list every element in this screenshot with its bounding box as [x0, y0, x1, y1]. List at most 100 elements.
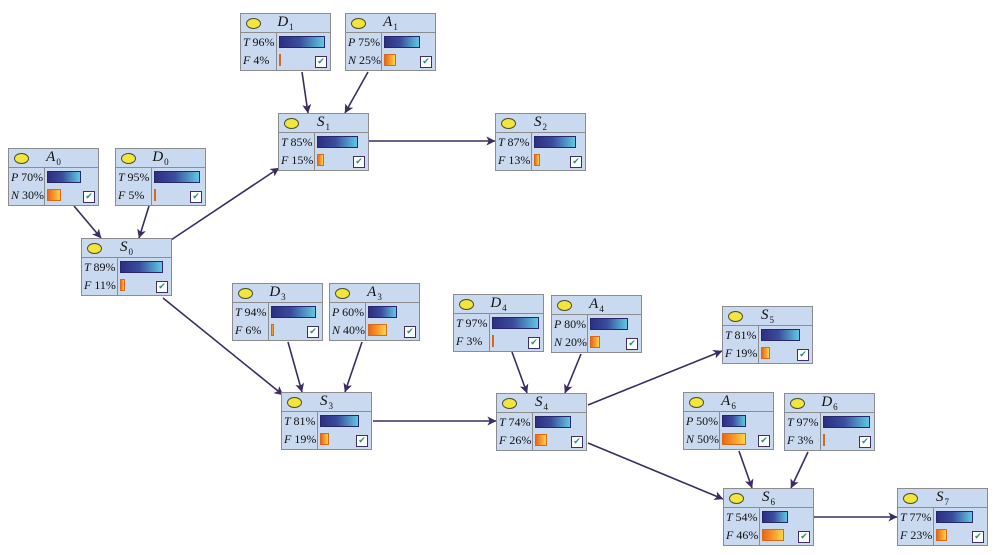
state-label: N 20 — [552, 333, 587, 351]
state-bars: ✔ — [532, 133, 585, 170]
edge-s0-to-s3 — [162, 297, 284, 396]
checkbox-checked-icon[interactable]: ✔ — [570, 156, 582, 168]
checkbox-checked-icon[interactable]: ✔ — [972, 531, 984, 543]
node-s6[interactable]: S6T 54F 46✔ — [723, 488, 814, 546]
node-title-subscript: 4 — [543, 402, 549, 412]
state-name: F — [284, 432, 292, 446]
probability-bar-t — [271, 306, 317, 318]
edge-a3-to-s3 — [343, 341, 363, 393]
node-s7[interactable]: S7T 77F 23✔ — [897, 488, 988, 546]
checkbox-checked-icon[interactable]: ✔ — [797, 349, 809, 361]
checkbox-checked-icon[interactable]: ✔ — [315, 56, 327, 68]
node-a4[interactable]: A4P 80N 20 ✔ — [551, 295, 642, 353]
node-title: A4 — [552, 296, 641, 314]
node-marker-icon — [87, 243, 102, 254]
probability-bar-f — [320, 433, 330, 445]
state-name: T — [499, 415, 506, 429]
checkbox-checked-icon[interactable]: ✔ — [353, 156, 365, 168]
node-a1[interactable]: A1P 75N 25✔ — [345, 13, 436, 71]
probability-bar-p — [722, 415, 746, 427]
node-header: D3 — [233, 284, 322, 303]
checkbox-checked-icon[interactable]: ✔ — [758, 435, 770, 447]
state-probability: 50 — [696, 414, 718, 428]
checkbox-checked-icon[interactable]: ✔ — [156, 281, 168, 293]
state-name: T — [243, 35, 250, 49]
node-d1[interactable]: D1T 96F 4✔ — [240, 13, 331, 71]
state-label: P 75 — [346, 33, 381, 51]
state-label: T 81 — [723, 326, 758, 344]
node-d6[interactable]: D6T 97F 3✔ — [784, 393, 875, 451]
checkbox-checked-icon[interactable]: ✔ — [528, 337, 540, 349]
node-title: S4 — [497, 394, 586, 412]
node-marker-icon — [557, 300, 572, 311]
node-header: A3 — [330, 284, 419, 303]
node-title-subscript: 6 — [770, 497, 776, 507]
probability-bar-t — [154, 171, 200, 183]
state-label: F 3 — [454, 332, 489, 350]
edge-a4-to-s4 — [564, 353, 582, 394]
node-s4[interactable]: S4T 74F 26✔ — [496, 393, 587, 451]
node-header: S1 — [279, 114, 368, 133]
state-label: F 5 — [116, 186, 151, 204]
checkbox-checked-icon[interactable]: ✔ — [798, 531, 810, 543]
state-name: F — [243, 53, 251, 67]
node-a0[interactable]: A0P 70N 30✔ — [8, 148, 99, 206]
state-name: F — [726, 528, 734, 542]
node-d3[interactable]: D3T 94F 6✔ — [232, 283, 323, 341]
checkbox-checked-icon[interactable]: ✔ — [190, 191, 202, 203]
node-title-letter: D — [277, 14, 289, 30]
node-d0[interactable]: D0T 95F 5✔ — [115, 148, 206, 206]
checkbox-checked-icon[interactable]: ✔ — [571, 436, 583, 448]
node-title-subscript: 1 — [325, 122, 331, 132]
state-bars: ✔ — [318, 412, 371, 449]
state-label: F 19 — [282, 430, 317, 448]
node-body: T 97F 3✔ — [454, 314, 543, 351]
node-s1[interactable]: S1T 85F 15✔ — [278, 113, 369, 171]
node-marker-icon — [351, 18, 366, 29]
node-body: T 97F 3✔ — [785, 413, 874, 450]
edge-s4-to-s5 — [587, 350, 723, 406]
node-marker-icon — [284, 118, 299, 129]
state-probability: 30 — [22, 188, 44, 202]
node-d4[interactable]: D4T 97F 3✔ — [453, 294, 544, 352]
checkbox-checked-icon[interactable]: ✔ — [307, 326, 319, 338]
node-a6[interactable]: A6P 50N 50✔ — [683, 392, 774, 450]
node-title-letter: S — [761, 307, 769, 323]
checkbox-checked-icon[interactable]: ✔ — [420, 56, 432, 68]
state-probability: 70 — [21, 170, 43, 184]
checkbox-checked-icon[interactable]: ✔ — [626, 338, 638, 350]
state-name: T — [235, 305, 242, 319]
node-title-subscript: 1 — [289, 22, 294, 32]
node-s0[interactable]: S0T 89F 11✔ — [81, 238, 172, 296]
probability-bar-f — [120, 279, 126, 291]
checkbox-checked-icon[interactable]: ✔ — [404, 326, 416, 338]
state-label: F 6 — [233, 321, 268, 339]
node-header: S3 — [282, 393, 371, 412]
state-label: T 95 — [116, 168, 151, 186]
probability-bar-t — [761, 329, 800, 341]
state-label: N 30 — [9, 186, 44, 204]
node-title-subscript: 1 — [393, 22, 398, 32]
state-labels: P 80N 20 — [552, 315, 588, 352]
state-name: T — [284, 414, 291, 428]
node-body: T 89F 11✔ — [82, 258, 171, 295]
node-title-letter: S — [320, 393, 328, 409]
node-s3[interactable]: S3T 81F 19✔ — [281, 392, 372, 450]
node-title-subscript: 4 — [599, 304, 604, 314]
state-labels: T 81F 19 — [723, 326, 759, 363]
node-s2[interactable]: S2T 87F 13✔ — [495, 113, 586, 171]
state-bars: ✔ — [45, 168, 98, 205]
edge-a0-to-s0 — [73, 205, 102, 239]
node-marker-icon — [121, 153, 136, 164]
checkbox-checked-icon[interactable]: ✔ — [859, 436, 871, 448]
node-a3[interactable]: A3P 60N 40✔ — [329, 283, 420, 341]
checkbox-checked-icon[interactable]: ✔ — [356, 435, 368, 447]
checkbox-checked-icon[interactable]: ✔ — [83, 191, 95, 203]
state-label: T 97 — [785, 413, 820, 431]
probability-bar-t — [279, 36, 326, 48]
node-s5[interactable]: S5T 81F 19✔ — [722, 306, 813, 364]
node-body: P 70N 30✔ — [9, 168, 98, 205]
probability-bar-f — [761, 347, 771, 359]
probability-bar-t — [823, 416, 870, 428]
